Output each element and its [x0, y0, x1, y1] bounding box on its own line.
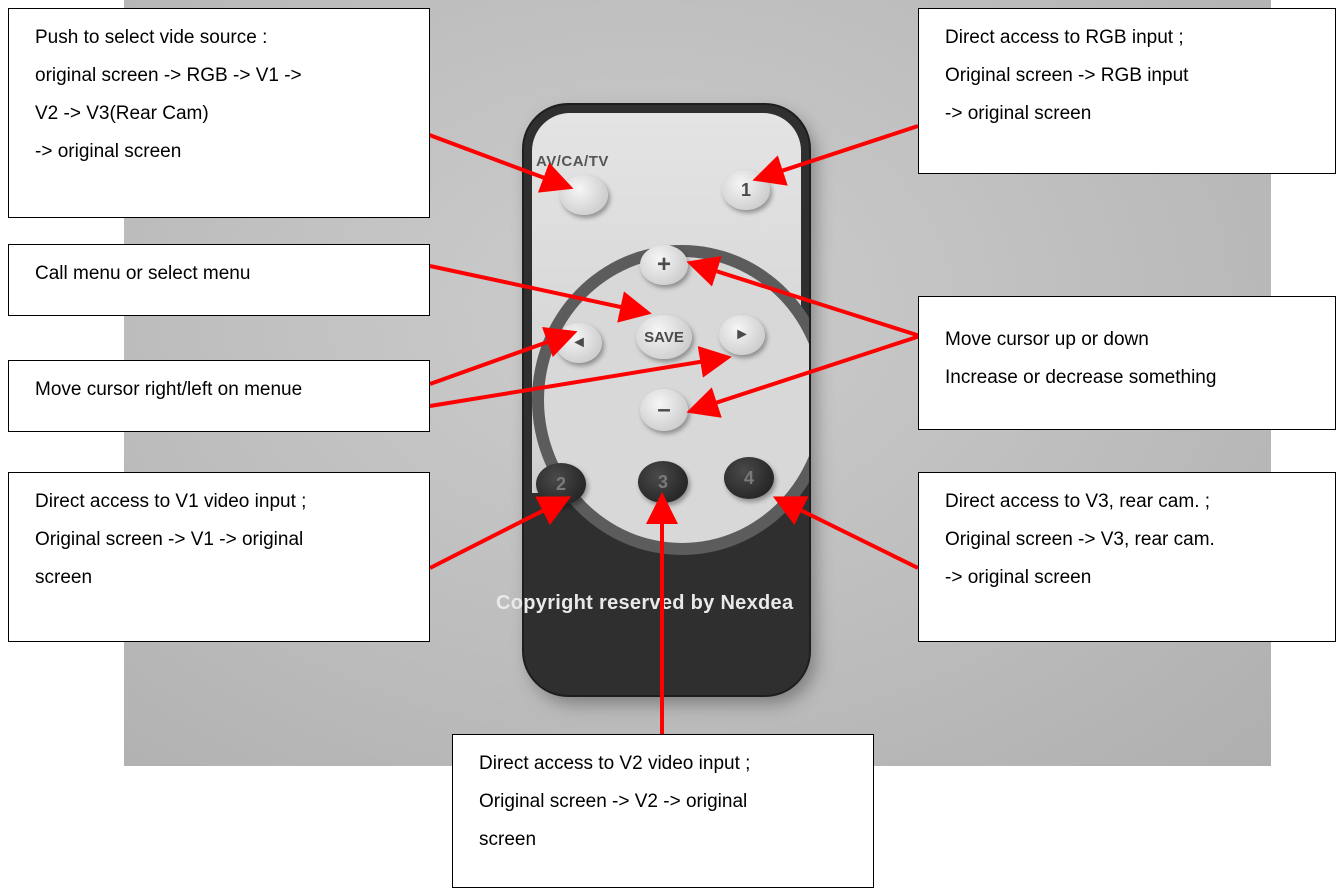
callout-updown-line2: Increase or decrease something [945, 367, 1217, 388]
callout-rgb-line2: Original screen -> RGB input [945, 65, 1189, 86]
callout-v2-line2: Original screen -> V2 -> original [479, 791, 748, 812]
source-button [560, 175, 608, 215]
copyright-watermark: Copyright reserved by Nexdea [496, 592, 794, 614]
v2-button: 3 [638, 461, 688, 503]
v2-button-label: 3 [657, 471, 668, 492]
remote-logo-text: AV/CA/TV [536, 153, 609, 170]
callout-source-line3: V2 -> V3(Rear Cam) [35, 103, 209, 124]
callout-menu-line1: Call menu or select menu [35, 263, 251, 284]
v1-button: 2 [536, 463, 586, 505]
callout-rgb-line3: -> original screen [945, 103, 1092, 124]
callout-cursor-left-right: Move cursor right/left on menue [8, 360, 430, 432]
callout-rgb-line1: Direct access to RGB input ; [945, 27, 1184, 48]
callout-v1-access: Direct access to V1 video input ; Origin… [8, 472, 430, 642]
callout-menu: Call menu or select menu [8, 244, 430, 316]
rgb-button: 1 [722, 170, 770, 210]
right-arrow-icon: ► [734, 326, 750, 343]
callout-v1-line2: Original screen -> V1 -> original [35, 529, 304, 550]
callout-v2-line3: screen [479, 829, 537, 850]
left-arrow-icon: ◄ [571, 334, 587, 351]
callout-source-line2: original screen -> RGB -> V1 -> [35, 65, 302, 86]
callout-v1-line3: screen [35, 567, 93, 588]
left-button: ◄ [556, 323, 602, 363]
v1-button-label: 2 [555, 473, 566, 494]
callout-source-line4: -> original screen [35, 141, 182, 162]
callout-v3-line2: Original screen -> V3, rear cam. [945, 529, 1215, 550]
minus-button-label: – [657, 396, 671, 423]
v3-button: 4 [724, 457, 774, 499]
callout-leftright-line1: Move cursor right/left on menue [35, 379, 303, 400]
plus-button: + [640, 245, 688, 285]
callout-source-select: Push to select vide source : original sc… [8, 8, 430, 218]
save-button: SAVE [636, 315, 692, 359]
rgb-button-label: 1 [740, 179, 751, 200]
save-button-label: SAVE [644, 328, 684, 346]
callout-v3-access: Direct access to V3, rear cam. ; Origina… [918, 472, 1336, 642]
right-button: ► [719, 315, 765, 355]
minus-button: – [640, 389, 688, 431]
callout-rgb-access: Direct access to RGB input ; Original sc… [918, 8, 1336, 174]
plus-button-label: + [656, 251, 671, 278]
v3-button-label: 4 [743, 467, 754, 488]
callout-v3-line3: -> original screen [945, 567, 1092, 588]
callout-source-line1: Push to select vide source : [35, 27, 268, 48]
callout-updown-line1: Move cursor up or down [945, 329, 1149, 350]
callout-cursor-up-down: Move cursor up or down Increase or decre… [918, 296, 1336, 430]
callout-v3-line1: Direct access to V3, rear cam. ; [945, 491, 1211, 512]
callout-v1-line1: Direct access to V1 video input ; [35, 491, 307, 512]
callout-v2-line1: Direct access to V2 video input ; [479, 753, 751, 774]
callout-v2-access: Direct access to V2 video input ; Origin… [452, 734, 874, 888]
